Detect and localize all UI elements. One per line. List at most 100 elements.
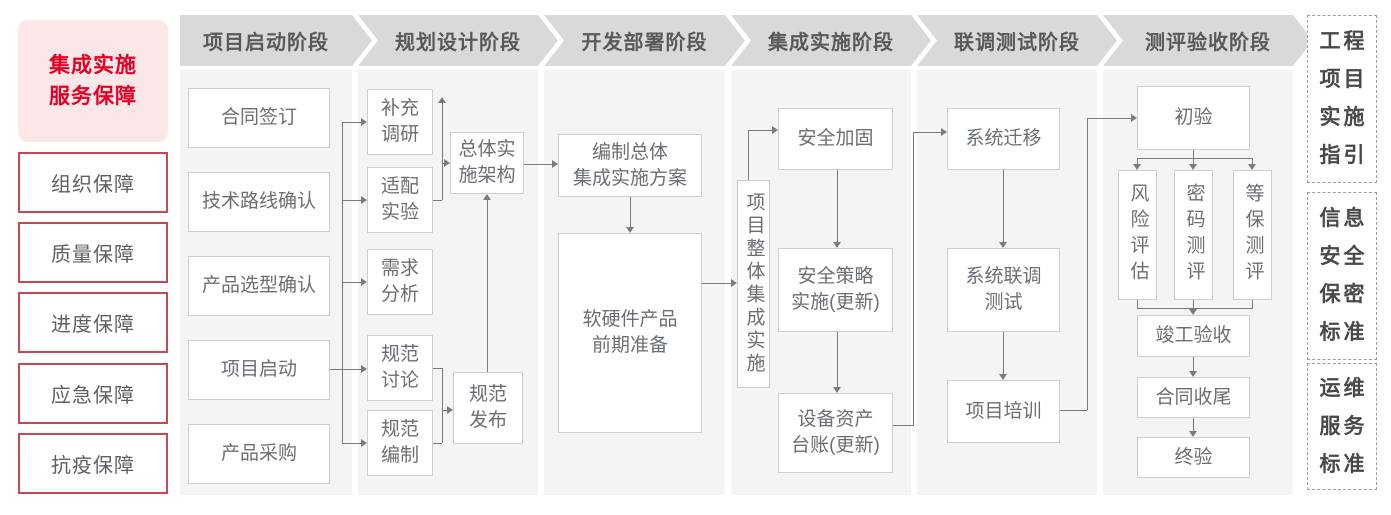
- standard-project-implementation-guide: 工程 项目 实施 指引: [1307, 15, 1377, 183]
- sidebar-title-line1: 集成实施: [49, 54, 137, 77]
- connector-line: [1252, 300, 1253, 308]
- box-line: 需求: [380, 258, 419, 279]
- box-line: 台账(更新): [791, 435, 880, 456]
- standard-row: 标准: [1319, 321, 1368, 344]
- connector-line: [1193, 300, 1194, 309]
- connector-line: [442, 163, 444, 164]
- box-line: 测试: [984, 292, 1023, 313]
- connector-arrowhead: [772, 126, 778, 134]
- connector-line: [433, 368, 442, 369]
- connector-line: [524, 164, 552, 165]
- box-line: 适配: [380, 176, 419, 197]
- connector-arrowhead: [833, 387, 841, 393]
- connector-line: [1087, 118, 1131, 119]
- sidebar-item-schedule: 进度保障: [18, 292, 168, 353]
- standard-row: 保密: [1319, 283, 1368, 306]
- standard-row: 实施: [1319, 106, 1368, 129]
- connector-arrowhead: [1189, 371, 1197, 377]
- connector-arrowhead: [361, 118, 367, 126]
- box-project-kickoff: 项目启动: [188, 340, 330, 400]
- phase-header-planning-design: 规划设计阶段: [358, 15, 558, 66]
- connector-line: [487, 199, 488, 372]
- box-product-procurement: 产品采购: [188, 424, 330, 484]
- box-mlps-evaluation: 等保测评: [1233, 170, 1272, 300]
- box-security-hardening: 安全加固: [778, 108, 893, 170]
- connector-line: [913, 132, 914, 425]
- box-crypto-evaluation: 密码测评: [1174, 170, 1213, 300]
- standard-row: 安全: [1319, 245, 1368, 268]
- connector-line: [1137, 158, 1253, 159]
- connector-line: [1060, 410, 1087, 411]
- standard-row: 项目: [1319, 68, 1368, 91]
- standard-infosec-confidentiality: 信息 安全 保密 标准: [1307, 192, 1377, 360]
- connector-line: [433, 200, 442, 201]
- connector-arrowhead: [361, 278, 367, 286]
- box-line: 编制总体: [591, 141, 668, 163]
- standard-row: 指引: [1319, 144, 1368, 167]
- box-security-policy-update: 安全策略实施(更新): [778, 248, 893, 332]
- connector-line: [837, 332, 838, 387]
- connector-arrowhead: [999, 374, 1007, 380]
- box-line: 系统联调: [965, 266, 1042, 287]
- box-line: 安全策略: [797, 266, 874, 287]
- connector-line: [630, 197, 631, 227]
- box-line: 规范: [380, 419, 419, 440]
- box-contract-closure: 合同收尾: [1137, 377, 1250, 418]
- box-line: 分析: [380, 284, 419, 305]
- box-requirement-analysis: 需求分析: [367, 249, 433, 315]
- box-asset-ledger-update: 设备资产台账(更新): [778, 393, 893, 473]
- connector-line: [1137, 308, 1253, 309]
- box-spec-release: 规范发布: [453, 372, 523, 444]
- box-overall-implementation-architecture: 总体实施架构: [450, 132, 524, 194]
- connector-arrowhead: [361, 196, 367, 204]
- sidebar-title-line2: 服务保障: [49, 85, 137, 108]
- box-spec-drafting: 规范编制: [367, 410, 433, 476]
- connector-line: [893, 425, 914, 426]
- connector-arrowhead: [731, 279, 737, 287]
- box-line: 规范: [468, 384, 507, 405]
- box-line: 施架构: [458, 165, 516, 186]
- connector-line: [1193, 418, 1194, 431]
- connector-line: [1087, 118, 1088, 410]
- box-product-selection-confirm: 产品选型确认: [188, 256, 330, 316]
- connector-line: [433, 443, 442, 444]
- connector-line: [342, 122, 361, 123]
- connector-arrowhead: [833, 242, 841, 248]
- sidebar-title: 集成实施 服务保障: [18, 20, 168, 142]
- box-line: 前期准备: [591, 335, 668, 356]
- standard-row: 运维: [1319, 376, 1368, 400]
- connector-line: [442, 410, 447, 411]
- connector-arrowhead: [1189, 309, 1197, 315]
- connector-line: [1003, 170, 1004, 242]
- standard-row: 服务: [1319, 414, 1368, 438]
- connector-line: [702, 283, 731, 284]
- sidebar-item-emergency: 应急保障: [18, 363, 168, 424]
- box-line: 设备资产: [797, 409, 874, 430]
- box-final-acceptance: 终验: [1137, 437, 1250, 478]
- connector-arrowhead: [483, 194, 491, 200]
- connector-line: [1193, 357, 1194, 371]
- box-tech-route-confirm: 技术路线确认: [188, 172, 330, 232]
- connector-line: [342, 282, 361, 283]
- connector-line: [330, 369, 361, 370]
- connector-arrowhead: [1131, 114, 1137, 122]
- box-line: 规范: [380, 344, 419, 365]
- connector-arrowhead: [1133, 164, 1141, 170]
- connector-line: [1003, 332, 1004, 374]
- connector-line: [913, 132, 941, 133]
- box-project-training: 项目培训: [947, 380, 1060, 443]
- connector-arrowhead: [1189, 431, 1197, 437]
- box-system-migration: 系统迁移: [947, 108, 1060, 170]
- connector-line: [342, 122, 343, 443]
- phase-header-dev-deploy: 开发部署阶段: [544, 15, 745, 66]
- sidebar-item-quality: 质量保障: [18, 222, 168, 283]
- connector-line: [748, 130, 772, 131]
- phase-header-project-kickoff: 项目启动阶段: [180, 15, 372, 66]
- box-line: 补充: [380, 98, 419, 119]
- phase-header-integration: 集成实施阶段: [731, 15, 931, 66]
- connector-arrowhead: [444, 159, 450, 167]
- sidebar-item-epidemic: 抗疫保障: [18, 433, 168, 494]
- connector-arrowhead: [361, 365, 367, 373]
- connector-line: [1137, 158, 1138, 164]
